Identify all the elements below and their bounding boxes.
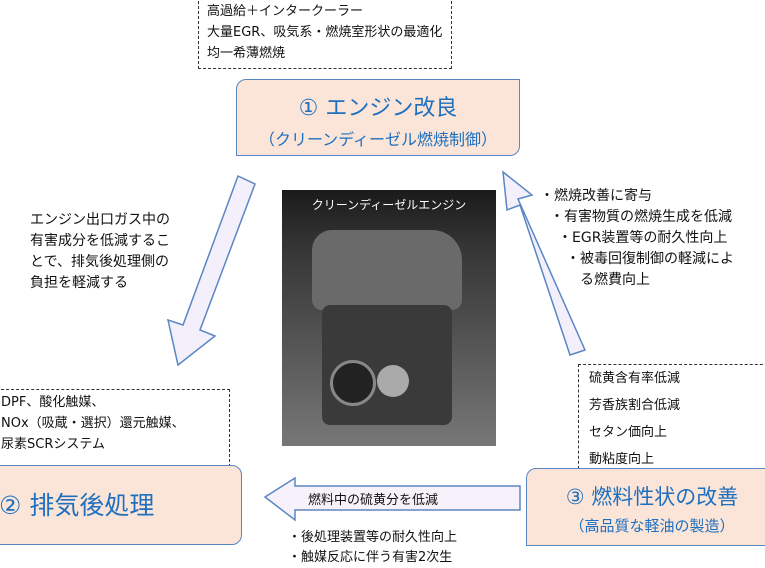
engine-cover (312, 230, 462, 310)
note-line: ・燃焼改善に寄与 (540, 188, 652, 204)
arrow-fuel-to-engine (502, 170, 587, 356)
note-line: とで、排気後処理側の (30, 254, 170, 270)
engine-improvement-box: ① エンジン改良 （クリーンディーゼル燃焼制御） (236, 79, 520, 156)
bottom-arrow-label: 燃料中の硫黄分を低減 (308, 493, 439, 508)
note-line: 有害成分を低減するこ (30, 233, 170, 249)
engine-measure: 大量EGR、吸気系・燃焼室形状の最適化 (207, 25, 443, 40)
fuel-measure: 芳香族割合低減 (589, 398, 681, 413)
note-line: ・触媒反応に伴う有害2次生 (288, 550, 453, 565)
fuel-measures-box: 硫黄含有率低減 芳香族割合低減 セタン価向上 動粘度向上 (578, 364, 765, 474)
left-note: エンジン出口ガス中の 有害成分を低減するこ とで、排気後処理側の 負担を軽減する (30, 210, 170, 294)
engine-photo: クリーンディーゼルエンジン (282, 190, 496, 446)
note-line: ・被毒回復制御の軽減によ (566, 251, 734, 267)
photo-caption: クリーンディーゼルエンジン (311, 198, 467, 212)
engine-alternator (377, 365, 409, 397)
fuel-measure: 動粘度向上 (589, 452, 655, 467)
box1-subtitle: （クリーンディーゼル燃焼制御） (258, 130, 498, 149)
arrow-engine-to-aftertreatment (166, 174, 256, 367)
bottom-note: ・後処理装置等の耐久性向上 ・触媒反応に伴う有害2次生 (288, 528, 457, 568)
aftertreatment-item: NOx（吸蔵・選択）還元触媒、 (1, 416, 185, 431)
note-line: ・有害物質の燃焼生成を低減 (550, 209, 732, 225)
fuel-improvement-box: ③ 燃料性状の改善 （高品質な軽油の製造） (526, 468, 765, 546)
engine-measure: 高過給＋インタークーラー (207, 4, 364, 19)
engine-measure: 均一希薄燃焼 (207, 46, 286, 61)
engine-pulley (330, 360, 376, 406)
box3-title: ③ 燃料性状の改善 (565, 485, 739, 509)
aftertreatment-item: 尿素SCRシステム (1, 437, 105, 452)
aftertreatment-process-box: ② 排気後処理 (0, 465, 242, 545)
engine-measures-box: 高過給＋インタークーラー 大量EGR、吸気系・燃焼室形状の最適化 均一希薄燃焼 (198, 0, 452, 69)
box1-title: ① エンジン改良 (298, 96, 458, 121)
note-line: 負担を軽減する (30, 275, 128, 291)
note-line: る燃費向上 (580, 272, 650, 288)
box2-title: ② 排気後処理 (0, 491, 155, 520)
aftertreatment-box: DPF、酸化触媒、 NOx（吸蔵・選択）還元触媒、 尿素SCRシステム (0, 389, 230, 467)
note-line: ・EGR装置等の耐久性向上 (558, 230, 728, 246)
fuel-measure: 硫黄含有率低減 (589, 371, 681, 386)
fuel-measure: セタン価向上 (589, 425, 668, 440)
arrow-fuel-to-aftertreatment (263, 476, 521, 522)
aftertreatment-item: DPF、酸化触媒、 (1, 395, 105, 410)
note-line: ・後処理装置等の耐久性向上 (288, 530, 458, 545)
right-note: ・燃焼改善に寄与 ・有害物質の燃焼生成を低減 ・EGR装置等の耐久性向上 ・被毒… (540, 186, 734, 291)
note-line: エンジン出口ガス中の (30, 212, 170, 228)
box3-subtitle: （高品質な軽油の製造） (569, 517, 735, 535)
